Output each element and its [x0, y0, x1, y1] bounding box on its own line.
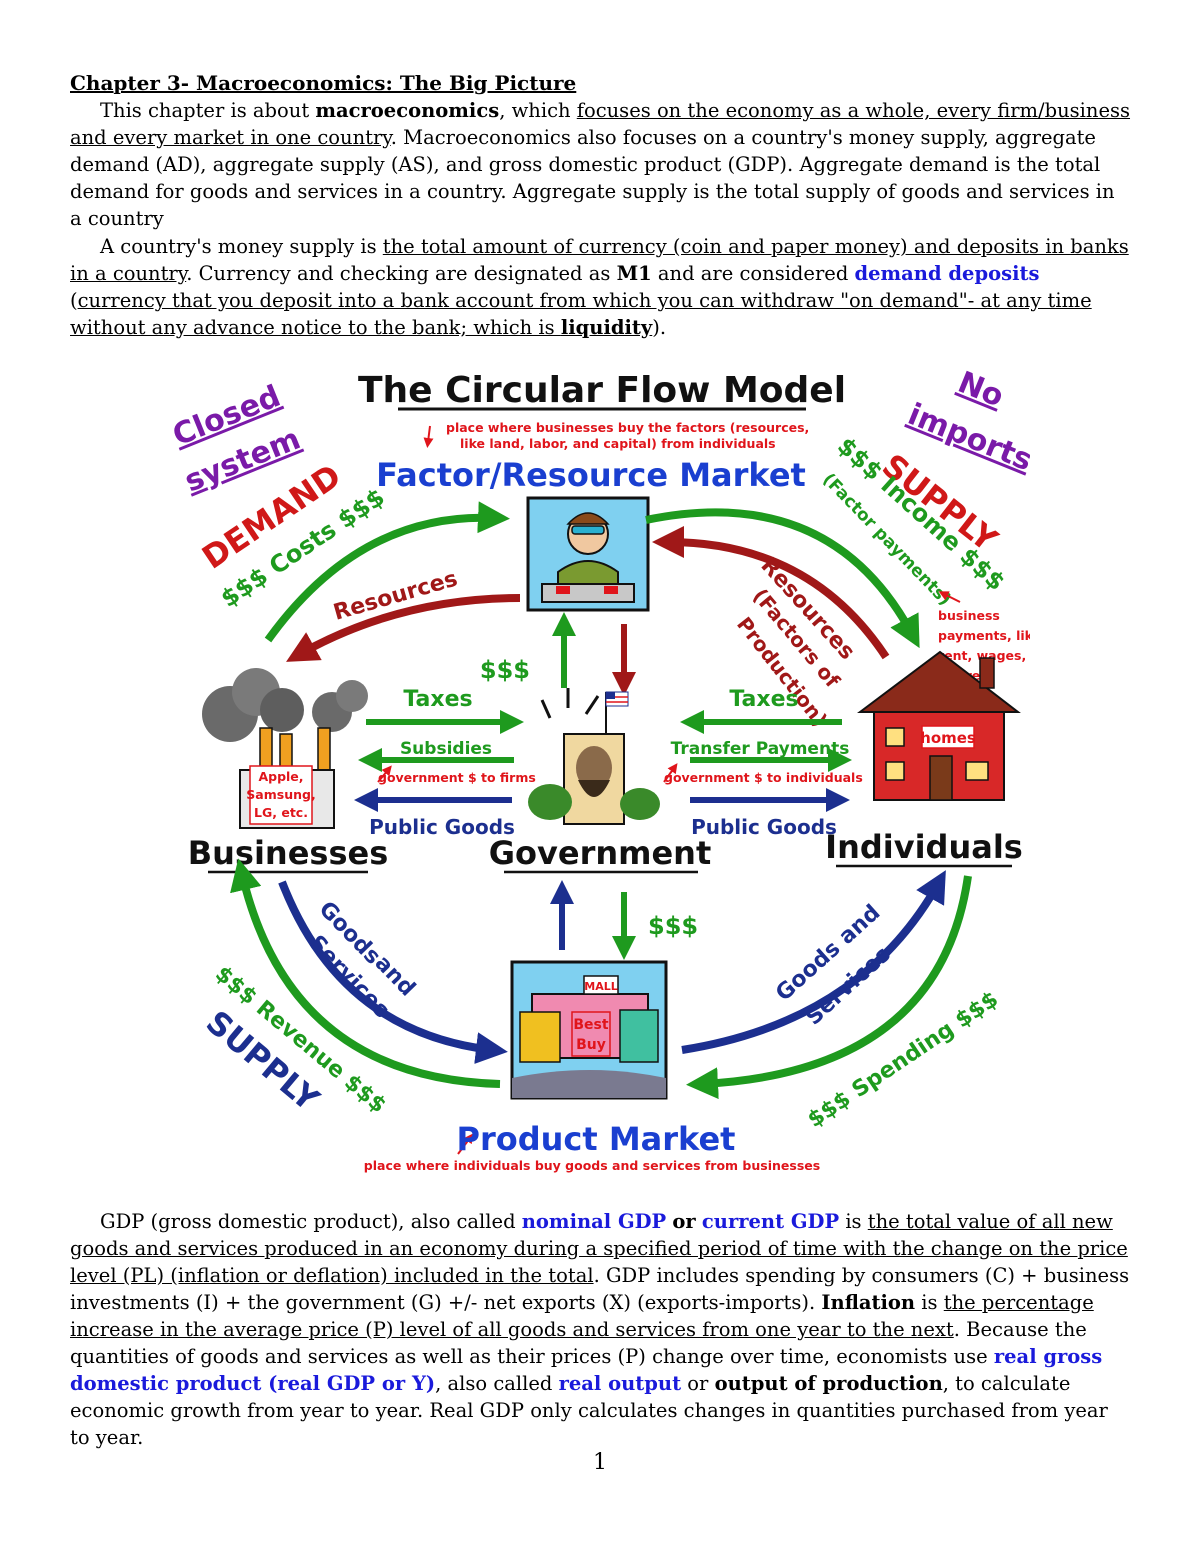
- business-note-arrow: [938, 591, 961, 603]
- taxes-right-label: Taxes: [729, 687, 798, 712]
- store-label-2: Buy: [576, 1037, 606, 1053]
- text: and are considered: [651, 262, 855, 285]
- homes-box: [921, 725, 975, 749]
- government-picture: [528, 688, 660, 825]
- spending-arrow: [686, 875, 972, 1100]
- transfer-label: Transfer Payments: [671, 739, 850, 759]
- page-number: 1: [593, 1450, 607, 1475]
- definition-gdp: the total value of all new goods and ser…: [70, 1210, 1128, 1287]
- text: . GDP includes spending by consumers (C)…: [70, 1264, 1130, 1314]
- businesses-label: Businesses: [188, 834, 389, 872]
- business-example-2: Samsung,: [246, 787, 315, 802]
- homes-label: homes: [920, 729, 976, 747]
- text: A country's money supply is: [100, 235, 383, 258]
- goods-right-arrow: [681, 870, 946, 1054]
- business-note-1: business: [938, 608, 1000, 623]
- product-note: place where individuals buy goods and se…: [364, 1158, 820, 1173]
- income-arrow: [645, 508, 920, 649]
- product-market-label: Product Market: [457, 1120, 736, 1158]
- term-real-gdp: real gross domestic product (real GDP or…: [70, 1345, 1103, 1395]
- gov-money-down-label: $$$: [648, 912, 698, 940]
- revenue-arrow: [230, 858, 501, 1088]
- business-note-2: payments, like: [938, 628, 1030, 643]
- store-box: [571, 1011, 611, 1057]
- text: This chapter is about: [100, 99, 316, 122]
- resources-right-arrow: [652, 526, 890, 660]
- text: . Currency and checking are designated a…: [186, 262, 617, 285]
- factor-note-line1: place where businesses buy the factors (…: [446, 420, 809, 435]
- business-example-3: LG, etc.: [254, 805, 308, 820]
- text: , to calculate economic growth from year…: [70, 1372, 1108, 1449]
- text: , also called: [435, 1372, 559, 1395]
- business-examples-box: [249, 765, 313, 825]
- definition-demand-deposits: currency that you deposit into a bank ac…: [70, 289, 1092, 339]
- term-real-output: real output: [558, 1372, 682, 1395]
- factor-market-picture: [526, 496, 650, 612]
- text-or: or: [672, 1210, 696, 1233]
- term-macroeconomics: macroeconomics: [315, 99, 500, 122]
- definition-inflation: the percentage increase in the average p…: [70, 1291, 1094, 1341]
- text: GDP (gross domestic product), also calle…: [100, 1210, 522, 1233]
- subsidies-note: government $ to firms: [378, 770, 536, 785]
- term-inflation: Inflation: [821, 1291, 916, 1314]
- individuals-label: Individuals: [825, 828, 1023, 866]
- gov-money-up-label: $$$: [480, 656, 530, 684]
- term-output-of-production: output of production: [714, 1372, 943, 1395]
- transfer-note: government $ to individuals: [664, 770, 863, 785]
- circular-flow-diagram: The Circular Flow Model Closed system No…: [168, 362, 1041, 1177]
- term-current-gdp: current GDP: [701, 1210, 840, 1233]
- business-note-3: rent, wages,: [938, 648, 1026, 663]
- text: or: [681, 1372, 715, 1395]
- factor-market-label: Factor/Resource Market: [376, 456, 806, 494]
- gdp-paragraph: GDP (gross domestic product), also calle…: [70, 1208, 1132, 1451]
- chapter-heading: Chapter 3- Macroeconomics: The Big Pictu…: [70, 71, 577, 95]
- factor-note-arrow: [423, 425, 434, 448]
- public-goods-left-label: Public Goods: [369, 815, 515, 839]
- text: , which: [499, 99, 577, 122]
- text: is: [839, 1210, 868, 1233]
- taxes-left-label: Taxes: [403, 687, 472, 712]
- product-note-arrow: [457, 1133, 474, 1155]
- subsidies-note-arrow: [377, 765, 392, 783]
- definition-money-supply: the total amount of currency (coin and p…: [70, 235, 1129, 285]
- no-label: No: [953, 365, 1009, 415]
- money-supply-paragraph: A country's money supply is the total am…: [70, 233, 1132, 341]
- text: (: [70, 289, 78, 312]
- business-example-1: Apple,: [258, 769, 303, 784]
- definition-macroeconomics: focuses on the economy as a whole, every…: [70, 99, 1131, 149]
- government-label: Government: [489, 834, 712, 872]
- term-nominal-gdp: nominal GDP: [521, 1210, 667, 1233]
- text: is: [915, 1291, 944, 1314]
- term-demand-deposits: demand deposits: [854, 262, 1040, 285]
- goods-left-arrow: [278, 880, 508, 1064]
- factor-note-line2: like land, labor, and capital) from indi…: [460, 436, 776, 451]
- term-liquidity: liquidity: [560, 316, 653, 339]
- intro-paragraph: This chapter is about macroeconomics, wh…: [70, 97, 1132, 232]
- public-goods-right-label: Public Goods: [691, 815, 837, 839]
- term-m1: M1: [616, 262, 652, 285]
- text: ).: [652, 316, 667, 339]
- diagram-title: The Circular Flow Model: [358, 370, 846, 411]
- subsidies-label: Subsidies: [400, 739, 492, 759]
- mall-sign: MALL: [584, 980, 617, 993]
- costs-arrow: [264, 501, 510, 643]
- text: . Macroeconomics also focuses on a count…: [70, 126, 1115, 230]
- text: . Because the quantities of goods and se…: [70, 1318, 1087, 1368]
- resources-left-arrow: [286, 594, 521, 662]
- transfer-note-arrow: [663, 763, 678, 783]
- store-label-1: Best: [573, 1017, 608, 1033]
